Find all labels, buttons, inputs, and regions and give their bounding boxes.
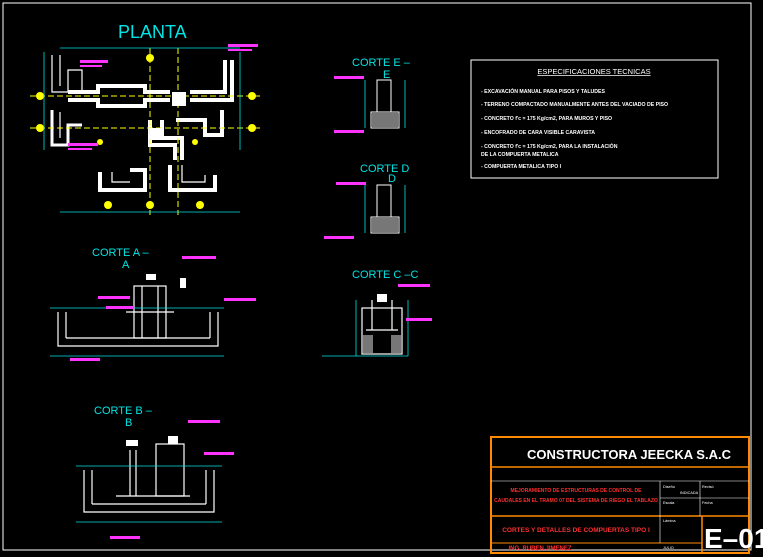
- corte-a-view: CORTE A – A: [50, 247, 256, 361]
- field-value: JULIO: [663, 546, 674, 550]
- project-line-1: MEJORAMIENTO DE ESTRUCTURAS DE CONTROL D…: [511, 488, 643, 494]
- corte-d-letter: D: [388, 173, 396, 185]
- specifications-title: ESPECIFICACIONES TECNICAS: [537, 67, 650, 76]
- spec-item: DE LA COMPUERTA METALICA: [481, 152, 559, 158]
- company-name: CONSTRUCTORA JEECKA S.A.C: [527, 447, 732, 462]
- field-label: Revisó: [702, 485, 714, 489]
- sheet-code: E–01: [704, 523, 763, 554]
- corte-e-view: CORTE E – E: [334, 57, 411, 133]
- project-line-2: CAUDALES EN EL TRAMO 07 DEL SISTEMA DE R…: [494, 498, 658, 504]
- designer-name: ING. RUBEN JIMENEZ: [508, 546, 571, 552]
- planta-title: PLANTA: [118, 22, 187, 42]
- corte-b-view: CORTE B – B: [76, 405, 234, 539]
- field-label: Fecha: [702, 501, 713, 505]
- spec-item: - CONCRETO f'c = 175 Kg/cm2, PARA MUROS …: [481, 116, 612, 122]
- sheet-border: [2, 2, 752, 551]
- corte-e-title: CORTE E –: [352, 57, 411, 69]
- spec-item: - CONCRETO f'c = 175 Kg/cm2, PARA LA INS…: [481, 142, 618, 150]
- title-block: CONSTRUCTORA JEECKA S.A.C MEJORAMIENTO D…: [490, 436, 763, 554]
- corte-b-title: CORTE B –: [94, 405, 153, 417]
- corte-d-title: CORTE D: [360, 163, 409, 175]
- field-value: INDICADA: [680, 491, 699, 495]
- corte-d-view: CORTE D D: [324, 163, 409, 239]
- corte-e-letter: E: [383, 69, 390, 81]
- field-label: Diseño: [663, 485, 675, 489]
- corte-b-letter: B: [125, 417, 132, 429]
- sheet-title: CORTES Y DETALLES DE COMPUERTAS TIPO I: [502, 527, 650, 534]
- corte-c-view: CORTE C –C: [322, 269, 432, 357]
- corte-c-title: CORTE C –C: [352, 269, 418, 281]
- spec-item: - TERRENO COMPACTADO MANUALMENTE ANTES D…: [481, 102, 668, 108]
- corte-a-letter: A: [122, 259, 130, 271]
- field-label: Escala: [663, 501, 675, 505]
- specifications-panel: ESPECIFICACIONES TECNICAS - EXCAVACIÓN M…: [470, 59, 719, 179]
- planta-view: PLANTA: [30, 22, 260, 215]
- spec-item: - ENCOFRADO DE CARA VISIBLE CARAVISTA: [481, 130, 595, 136]
- corte-a-title: CORTE A –: [92, 247, 150, 259]
- field-label: Lámina: [663, 519, 676, 523]
- spec-item: - EXCAVACIÓN MANUAL PARA PISOS Y TALUDES: [481, 87, 605, 95]
- spec-item: - COMPUERTA METALICA TIPO I: [481, 164, 562, 170]
